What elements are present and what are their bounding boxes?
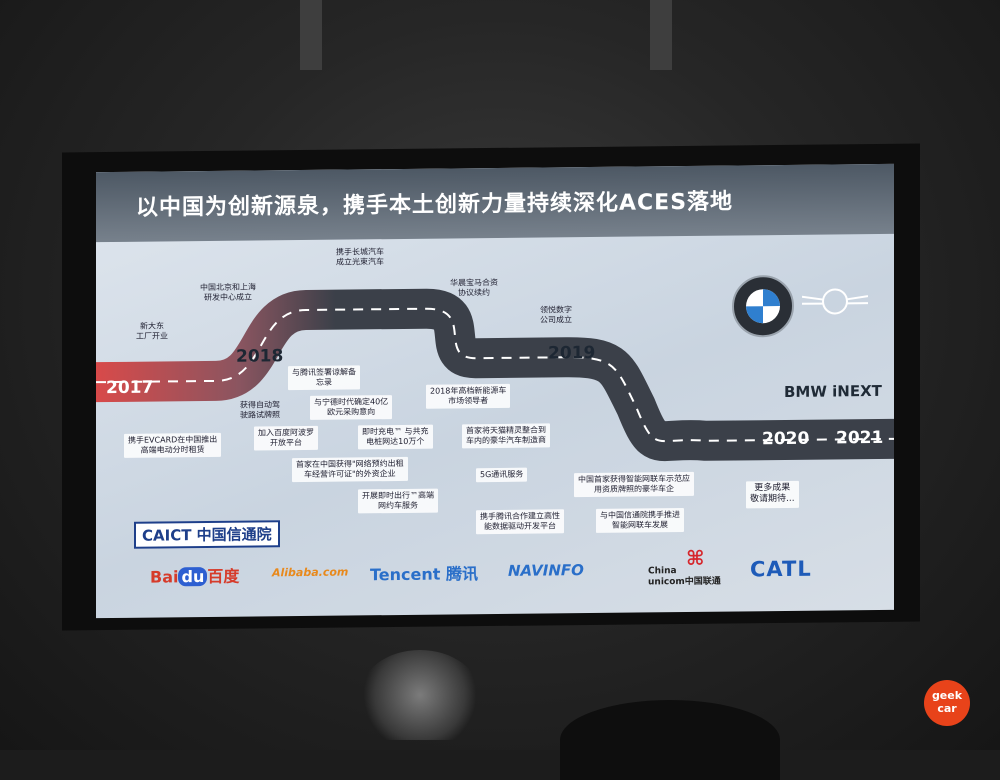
unicom-knot-icon: ⌘ (686, 545, 705, 570)
china-unicom-logo: China unicom中国联通 (648, 566, 721, 588)
road-centerline (96, 307, 894, 443)
caict-logo: CAICT 中国信通院 (134, 520, 280, 549)
note-charging: 即时充电™ 与共充 电桩网达10万个 (358, 424, 433, 450)
audience-head (560, 700, 780, 780)
roadmap-road (96, 288, 894, 462)
year-2018: 2018 (236, 346, 284, 367)
note-more-coming: 更多成果 敬请期待... (746, 480, 799, 508)
note-new-plant: 新大东 工厂开业 (136, 321, 168, 341)
navinfo-logo: NAVINFO (508, 561, 584, 580)
note-ride-hailing-license: 首家在中国获得"网络预约出租 车经营许可证"的外资企业 (292, 456, 408, 483)
year-2019: 2019 (548, 342, 596, 364)
tencent-logo: Tencent 腾讯 (370, 564, 478, 585)
note-test-plate: 获得自动驾 驶路试牌照 (240, 400, 280, 420)
note-5g: 5G通讯服务 (476, 467, 528, 483)
note-apollo: 加入百度阿波罗 开放平台 (254, 425, 318, 451)
note-caict-connected: 与中国信通院携手推进 智能网联车发展 (596, 508, 684, 533)
note-lingyue: 领悦数字 公司成立 (540, 305, 572, 325)
note-connected-license: 中国首家获得智能网联车示范应 用资质牌照的豪华车企 (574, 471, 694, 498)
note-tencent-platform: 携手腾讯合作建立高性 能数据驱动开发平台 (476, 509, 564, 535)
note-nev-leader: 2018年高档新能源车 市场领导者 (426, 383, 511, 409)
note-jv-renewal: 华晨宝马合资 协议续约 (450, 277, 498, 298)
note-premium-ride: 开展即时出行™高端 网约车服务 (358, 488, 438, 514)
year-2021: 2021 (836, 427, 884, 449)
bmw-inext-label: BMW iNEXT (784, 381, 882, 401)
audience-object (360, 650, 480, 740)
note-tmall: 首家将天猫精灵整合到 车内的豪华汽车制造商 (462, 423, 550, 449)
year-2020: 2020 (762, 428, 810, 450)
note-evcard: 携手EVCARD在中国推出 高端电动分时租赁 (124, 432, 222, 458)
ceiling-strut-left (300, 0, 322, 70)
note-catl: 与宁德时代确定40亿 欧元采购意向 (310, 395, 393, 420)
note-spotlight: 携手长城汽车 成立光束汽车 (336, 247, 384, 267)
note-tencent-mou: 与腾讯签署谅解备 忘录 (288, 365, 360, 391)
presentation-slide: 以中国为创新源泉，携手本土创新力量持续深化ACES落地 2017 2018 20… (96, 163, 894, 619)
catl-logo: CATL (750, 556, 812, 582)
baidu-paw-icon: du (178, 567, 208, 587)
year-2017: 2017 (106, 377, 154, 399)
note-rd-center: 中国北京和上海 研发中心成立 (200, 282, 256, 303)
alibaba-logo: Alibaba.com (272, 565, 349, 580)
mini-logo (802, 288, 868, 315)
geekcar-watermark: geek car (924, 680, 970, 726)
bmw-logo (732, 274, 794, 338)
ceiling-strut-right (650, 0, 672, 70)
